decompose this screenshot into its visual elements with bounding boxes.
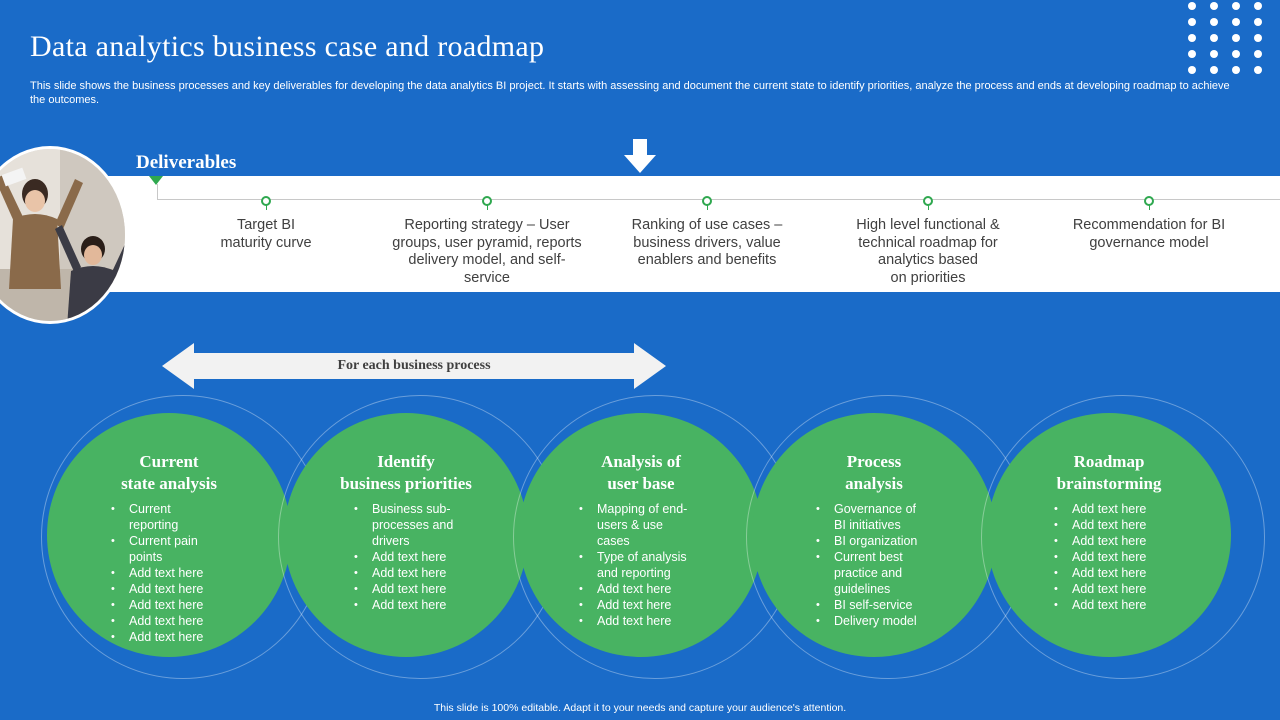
double-arrow-icon (162, 343, 666, 389)
process-bullet: Add text here (353, 565, 465, 581)
deliverable-item: Target BI maturity curve (220, 217, 312, 251)
deliverables-pointer (149, 176, 163, 185)
process-bullet: Add text here (578, 613, 690, 629)
process-bullet: BI organization (815, 533, 927, 549)
process-bullet: Current pain points (110, 533, 222, 565)
process-bullet: Add text here (1053, 549, 1165, 565)
process-bullet: Add text here (1053, 533, 1165, 549)
process-bullet: Business sub-processes and drivers (353, 501, 465, 549)
team-photo (0, 146, 128, 324)
process-title: Roadmap brainstorming (1056, 452, 1162, 493)
process-bullet: Add text here (1053, 565, 1165, 581)
process-title: Analysis of user base (601, 452, 681, 493)
process-bullet: Type of analysis and reporting (578, 549, 690, 581)
process-bullet: Add text here (1053, 517, 1165, 533)
slide-subtitle: This slide shows the business processes … (30, 80, 1230, 106)
process-bullet: Add text here (353, 549, 465, 565)
timeline-line (157, 199, 1280, 200)
process-bullets: Mapping of end-users & use casesType of … (578, 501, 690, 629)
process-title: Process analysis (845, 452, 903, 493)
process-bullets: Governance of BI initiativesBI organizat… (815, 501, 927, 629)
process-bullet: Add text here (110, 629, 222, 645)
process-bullet: Add text here (1053, 597, 1165, 613)
dot-grid-decoration (1186, 0, 1266, 80)
process-bullet: Add text here (578, 581, 690, 597)
process-title: Identify business priorities (340, 452, 472, 493)
slide-title: Data analytics business case and roadmap (30, 30, 545, 63)
deliverable-item: High level functional & technical roadma… (856, 217, 1000, 286)
process-bullet: Add text here (110, 565, 222, 581)
deliverable-item: Reporting strategy – User groups, user p… (392, 217, 582, 286)
process-bullet: BI self-service (815, 597, 927, 613)
process-bullets: Business sub-processes and driversAdd te… (353, 501, 465, 613)
footer-note: This slide is 100% editable. Adapt it to… (433, 702, 847, 714)
process-bullet: Add text here (353, 597, 465, 613)
deliverable-item: Recommendation for BI governance model (1072, 217, 1226, 251)
process-bullet: Governance of BI initiatives (815, 501, 927, 533)
deliverables-label: Deliverables (136, 152, 237, 173)
process-bullet: Delivery model (815, 613, 927, 629)
process-bullets: Current reportingCurrent pain pointsAdd … (110, 501, 222, 645)
process-bullet: Add text here (353, 581, 465, 597)
process-bullet: Add text here (1053, 501, 1165, 517)
process-bullet: Add text here (578, 597, 690, 613)
process-title: Current state analysis (121, 452, 217, 493)
process-bullet: Add text here (1053, 581, 1165, 597)
process-bullet: Add text here (110, 581, 222, 597)
deliverable-item: Ranking of use cases – business drivers,… (631, 217, 783, 268)
deliverables-band (80, 176, 1280, 292)
process-bullets: Add text hereAdd text hereAdd text hereA… (1053, 501, 1165, 613)
process-bullet: Mapping of end-users & use cases (578, 501, 690, 549)
process-arrow-label: For each business process (337, 358, 491, 373)
process-bullet: Add text here (110, 613, 222, 629)
process-bullet: Add text here (110, 597, 222, 613)
process-bullet: Current best practice and guidelines (815, 549, 927, 597)
process-bullet: Current reporting (110, 501, 222, 533)
down-arrow-icon (624, 139, 656, 173)
process-ring (981, 395, 1265, 679)
